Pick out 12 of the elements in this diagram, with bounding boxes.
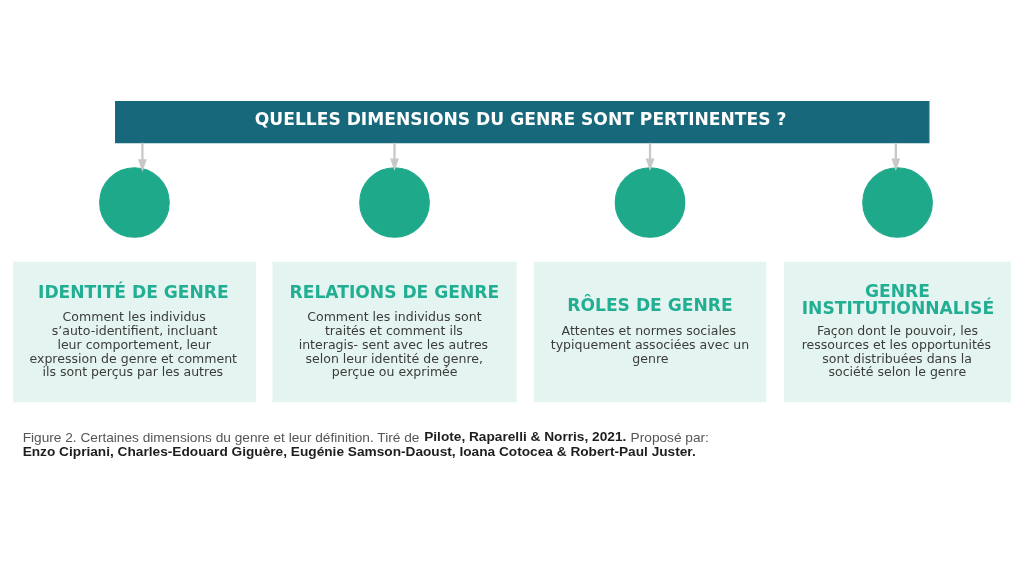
node-box: RELATIONS DE GENRE Comment les individus sont traités et comment ils interagis- sent avec les autres selon leur identité de genre, perçue ou exprimée bbox=[272, 261, 517, 403]
node-box: IDENTITÉ DE GENRE Comment les individus s’auto-identifient, incluant leur comportement, leur expression de genre et comment ils sont perçus par les autres bbox=[12, 261, 256, 403]
node-circle bbox=[359, 167, 430, 238]
node-circle bbox=[614, 167, 686, 238]
node-box: RÔLES DE GENRE Attentes et normes sociales typiquement associées avec un genre bbox=[533, 261, 767, 403]
node-circle bbox=[862, 167, 933, 238]
caption: Figure 2. Certaines dimensions du genre et leur définition. Tiré de Pilote, Raparelli & Norris, 2021. Proposé par: Enzo Cipriani, Charles-Edouard Giguère, Eugénie Samson-Daoust, Ioana Cotocea & Robert-Paul Juster. bbox=[22, 429, 709, 459]
arrow bbox=[390, 142, 399, 171]
arrow bbox=[138, 142, 147, 172]
node-box: QUELLES DIMENSIONS DU GENRE SONT PERTINENTES ? bbox=[115, 101, 930, 144]
node-circle bbox=[99, 167, 170, 238]
node-box: GENRE INSTITUTIONNALISÉ Façon dont le pouvoir, les ressources et les opportunités sont distribuées dans la société selon le genre bbox=[784, 261, 1012, 403]
